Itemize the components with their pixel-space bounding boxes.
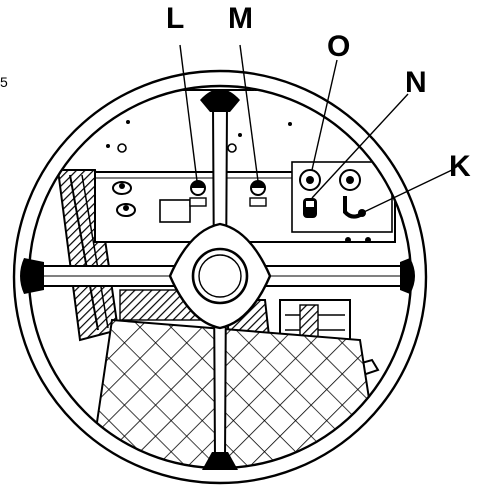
leader-line-o xyxy=(311,59,338,171)
indicator-lamp-l xyxy=(189,180,207,207)
callout-label-n: N xyxy=(405,66,427,99)
leader-line-k xyxy=(363,169,453,213)
floor-mat xyxy=(88,318,382,467)
leader-line-n xyxy=(311,93,409,199)
leader-line-m xyxy=(239,44,259,182)
indicator-lamp-m xyxy=(249,180,267,207)
edge-number: 5 xyxy=(0,74,8,90)
callout-label-m: M xyxy=(228,2,253,35)
callout-label-l: L xyxy=(166,2,184,35)
callout-label-o: O xyxy=(327,30,350,63)
callout-label-k: K xyxy=(449,150,471,183)
leader-line-l xyxy=(179,44,198,182)
right-control-cluster xyxy=(291,161,393,243)
leader-lines xyxy=(179,44,453,213)
steering-wheel-hub xyxy=(168,222,272,330)
